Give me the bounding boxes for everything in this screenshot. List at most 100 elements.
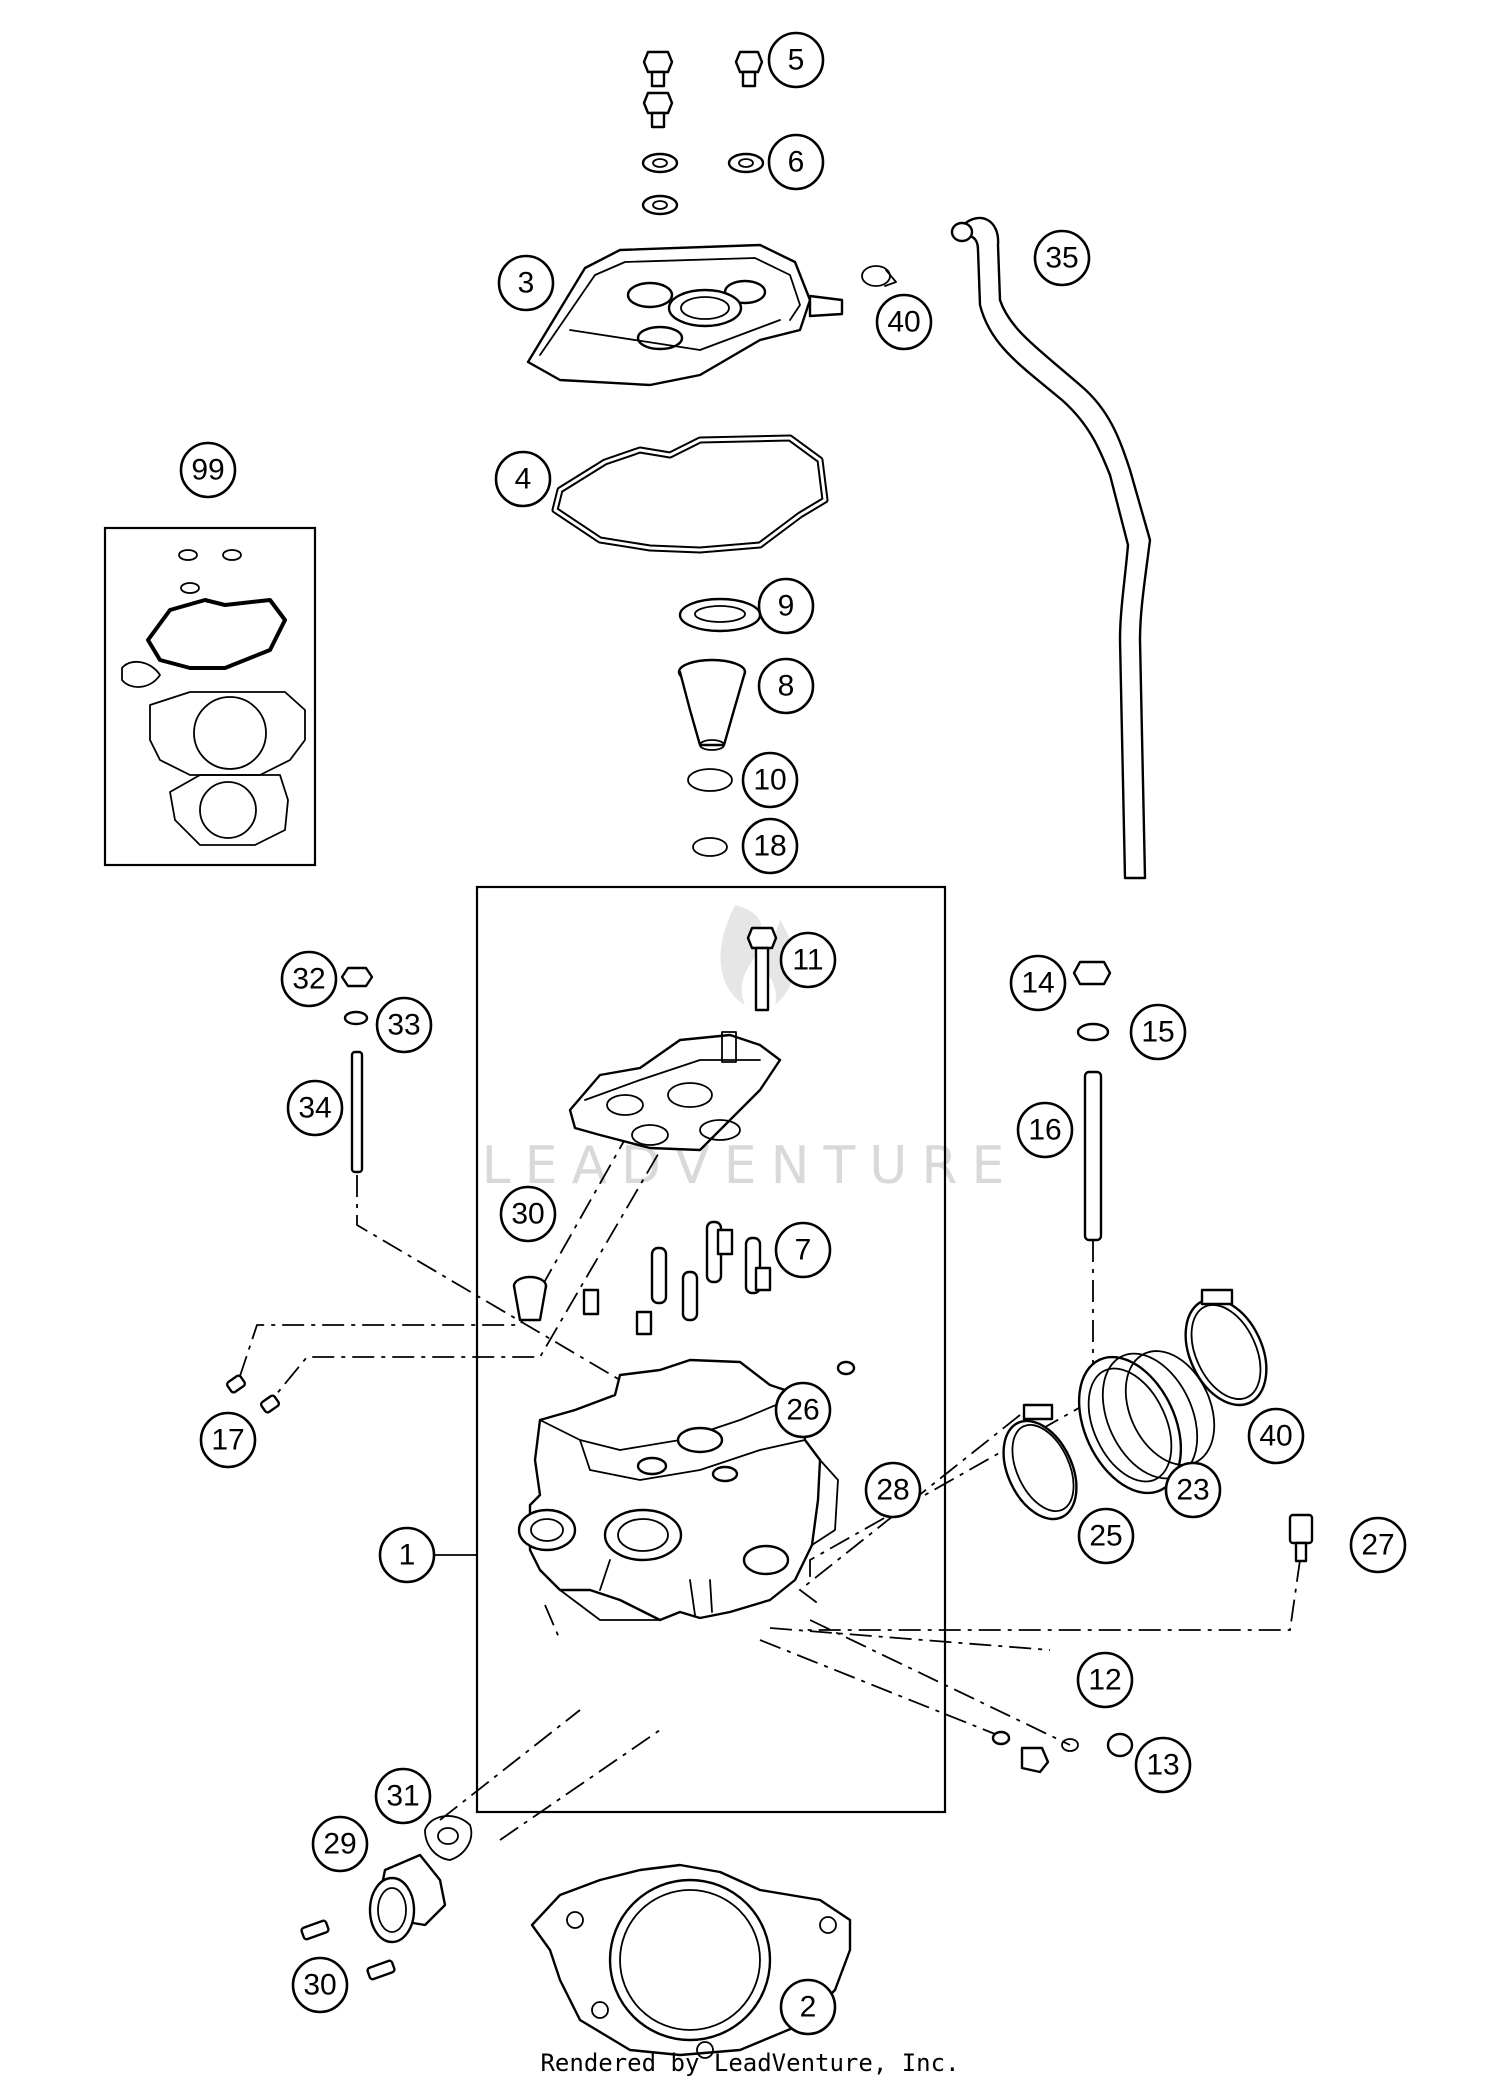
intake-rubber-part-21 xyxy=(1077,1350,1216,1495)
svg-text:11: 11 xyxy=(792,944,823,977)
gasket-part-28 xyxy=(424,1815,473,1861)
intake-flange-part-29 xyxy=(368,1853,447,1944)
svg-text:35: 35 xyxy=(1045,242,1078,275)
o-ring-part-18 xyxy=(692,837,728,857)
svg-text:32: 32 xyxy=(292,963,325,996)
svg-text:31: 31 xyxy=(386,1780,419,1813)
nut-part-14 xyxy=(1072,960,1112,986)
cylinder-head-group-frame xyxy=(475,885,947,1814)
valve-guide-part-7 xyxy=(650,1220,762,1322)
svg-text:23: 23 xyxy=(1176,1474,1209,1507)
gasket-kit-frame xyxy=(103,526,317,867)
callout-3: 3 xyxy=(497,254,555,312)
callout-31: 32 xyxy=(280,950,338,1008)
svg-text:5: 5 xyxy=(788,44,805,77)
callout-26: 28 xyxy=(864,1461,922,1519)
callout-12: 12 xyxy=(1076,1651,1134,1709)
callout-21: 23 xyxy=(1164,1461,1222,1519)
spark-plug-sleeve-part-27 xyxy=(512,1275,548,1322)
stud-part-33 xyxy=(350,1050,364,1174)
svg-text:16: 16 xyxy=(1028,1114,1061,1147)
cylinder-head-part-1 xyxy=(517,1358,839,1622)
head-gasket-part-2 xyxy=(530,1863,852,2059)
svg-text:33: 33 xyxy=(387,1009,420,1042)
leadventure-watermark: LEADVENTURE xyxy=(482,905,1004,1196)
stud-part-16 xyxy=(1083,1070,1103,1242)
valve-cover-part-3 xyxy=(526,243,844,387)
hose-clamp-part-40 xyxy=(1184,1288,1268,1407)
svg-text:99: 99 xyxy=(191,454,224,487)
nut-part-31 xyxy=(340,966,374,988)
callout-1: 1 xyxy=(378,1526,436,1584)
svg-text:40: 40 xyxy=(887,306,920,339)
camshaft-bridge xyxy=(568,1031,782,1152)
hose-clamp-part-22 xyxy=(1002,1403,1078,1521)
hose-clamp-part-35 xyxy=(861,265,897,287)
o-ring-part-10 xyxy=(687,768,733,792)
seal-ring-part-9 xyxy=(678,597,762,633)
svg-text:30: 30 xyxy=(303,1969,336,2002)
callout-2: 2 xyxy=(779,1978,837,2036)
svg-text:28: 28 xyxy=(876,1474,909,1507)
svg-text:27: 27 xyxy=(1361,1529,1394,1562)
callout-29: 3229 xyxy=(311,1815,369,1873)
svg-text:4: 4 xyxy=(515,463,532,496)
callout-16: 16 xyxy=(1016,1101,1074,1159)
svg-text:1: 1 xyxy=(399,1539,416,1572)
callout-10: 10 xyxy=(741,751,799,809)
svg-text:3: 3 xyxy=(518,267,535,300)
dowel-pin-part-23 xyxy=(582,1228,772,1336)
callout-17: 17 xyxy=(199,1411,257,1469)
bolt-part-5 xyxy=(642,50,764,129)
valve-cover-gasket-part-4 xyxy=(551,434,829,554)
svg-text:8: 8 xyxy=(778,670,795,703)
callout-30: 3330 xyxy=(291,1956,349,2014)
svg-text:9: 9 xyxy=(778,590,795,623)
bolt-part-11 xyxy=(746,926,778,1012)
svg-text:7: 7 xyxy=(795,1234,812,1267)
svg-text:40: 40 xyxy=(1259,1420,1292,1453)
svg-text:12: 12 xyxy=(1088,1664,1121,1697)
svg-text:26: 26 xyxy=(786,1394,819,1427)
svg-text:30: 30 xyxy=(511,1198,544,1231)
callout-5: 5 xyxy=(767,31,825,89)
seal-washer-part-6 xyxy=(641,152,765,216)
svg-text:29: 29 xyxy=(323,1828,356,1861)
svg-text:13: 13 xyxy=(1146,1749,1179,1782)
callout-18: 18 xyxy=(741,817,799,875)
gasket-set-part-99 xyxy=(121,549,306,846)
svg-text:6: 6 xyxy=(788,146,805,179)
callout-32: 33 xyxy=(375,996,433,1054)
callout-14: 14 xyxy=(1009,954,1067,1012)
callout-4: 4 xyxy=(494,450,552,508)
callout-8: 8 xyxy=(757,657,815,715)
callout-99: 99 xyxy=(179,441,237,499)
callout-33: 34 xyxy=(286,1079,344,1137)
washer-part-32 xyxy=(343,1010,369,1026)
footer-credit: Rendered by LeadVenture, Inc. xyxy=(540,2049,959,2077)
spark-plug-shaft-part-8 xyxy=(677,658,747,751)
callout-27: 30 xyxy=(499,1185,557,1243)
svg-text:10: 10 xyxy=(753,764,786,797)
screw-part-17 xyxy=(225,1374,281,1414)
part-callouts: 5 6 3 35 40 4 99 9 8 10 18 11 32 33 34 1… xyxy=(179,31,1407,2036)
callout-40: 40 xyxy=(1247,1407,1305,1465)
callout-9: 9 xyxy=(757,577,815,635)
svg-text:34: 34 xyxy=(298,1092,331,1125)
temperature-sensor-part-25 xyxy=(1288,1513,1314,1563)
callout-15: 15 xyxy=(1129,1003,1187,1061)
callout-34: 35 xyxy=(1033,229,1091,287)
callout-23-label: 26 xyxy=(774,1381,832,1439)
callout-6: 6 xyxy=(767,133,825,191)
callout-25: 27 xyxy=(1349,1516,1407,1574)
svg-text:17: 17 xyxy=(211,1424,244,1457)
seal-ring-part-12 xyxy=(1061,1738,1079,1752)
breather-hose-part-34 xyxy=(950,216,1152,880)
callout-11: 11 xyxy=(779,931,837,989)
plug-screw-part-26 xyxy=(836,1360,856,1376)
callout-22: 25 xyxy=(1077,1507,1135,1565)
screw-part-30 xyxy=(300,1919,396,1981)
callout-7: 7 xyxy=(774,1221,832,1279)
svg-text:2: 2 xyxy=(800,1991,817,2024)
